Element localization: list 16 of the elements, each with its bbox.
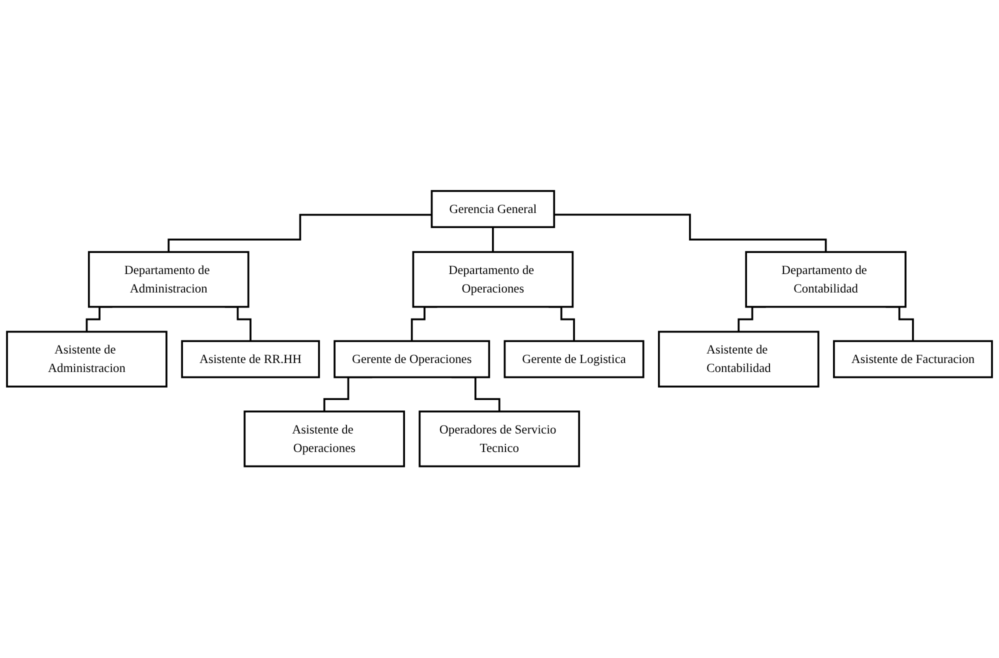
connector — [554, 214, 827, 254]
node-box — [334, 340, 490, 379]
node-box — [833, 340, 993, 379]
node-box — [745, 251, 906, 308]
node-box — [504, 340, 644, 379]
node-box — [88, 251, 250, 308]
node-box — [6, 331, 168, 388]
connector — [168, 214, 432, 254]
node-box — [418, 410, 580, 468]
org-chart: Gerencia General Departamento de Administracion Departamento de Operaciones Departamento de Contabilidad Asistente de Administracion Asistente de RR.HH Gerente de Operaciones Gerente de Logistica Asistente de Operaciones Operadores de Servicio Tecnico Asistente de Contabilidad Asistente de Facturacion — [2, 186, 997, 472]
connector — [492, 226, 494, 254]
node-box — [430, 190, 556, 228]
node-box — [181, 340, 320, 379]
node-box — [412, 251, 574, 308]
node-box — [658, 331, 820, 388]
node-box — [244, 410, 405, 468]
